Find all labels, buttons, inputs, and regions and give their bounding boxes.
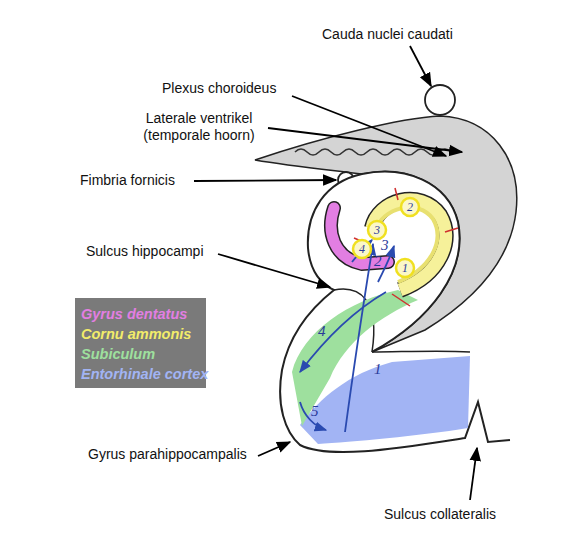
anatomy-label: Sulcus hippocampi [86, 243, 204, 260]
legend-text: Gyrus dentatus [81, 306, 187, 322]
field-boundary [354, 188, 458, 306]
cornu-ammonis-inner [376, 207, 437, 282]
anatomy-label: Fimbria fornicis [80, 172, 175, 189]
anatomy-label: Sulcus collateralis [384, 506, 496, 523]
ca-field-number: 4 [351, 238, 373, 260]
ca-field-number: 1 [394, 257, 416, 279]
ca-field-number: 3 [366, 219, 388, 241]
legend-text: Cornu ammonis [81, 326, 191, 342]
legend-swatch: Entorhinale cortex [81, 364, 206, 384]
legend-swatch: Cornu ammonis [81, 324, 206, 344]
pathway-number: 1 [374, 362, 382, 377]
pathway-number: 3 [381, 238, 389, 253]
choroid-plexus [295, 149, 451, 155]
legend-box: Gyrus dentatusCornu ammonisSubiculumEnto… [75, 298, 206, 388]
pathway-arrow [300, 240, 394, 432]
ca-field-circle: 2 [399, 196, 421, 218]
hippocampus-outline [280, 172, 510, 452]
legend-text: Entorhinale cortex [81, 366, 208, 382]
legend-swatch: Gyrus dentatus [81, 304, 206, 324]
ca-field-circle: 4 [351, 238, 373, 260]
anatomy-label: Plexus choroideus [162, 80, 276, 97]
ca-field-circle: 1 [394, 257, 416, 279]
pathway-number: 5 [311, 404, 319, 419]
anatomy-label: Cauda nuclei caudati [322, 26, 453, 43]
legend-swatch: Subiculum [81, 344, 206, 364]
pathway-number: 2 [374, 254, 382, 269]
anatomy-label: Laterale ventrikel (temporale hoorn) [128, 110, 270, 144]
pathway-number: 4 [318, 324, 326, 339]
ca-field-circle: 3 [366, 219, 388, 241]
anatomy-label: Gyrus parahippocampalis [88, 446, 247, 463]
legend-text: Subiculum [81, 346, 155, 362]
caudate-tail [425, 85, 455, 115]
ca-field-number: 2 [399, 196, 421, 218]
cortex-edge [372, 350, 470, 352]
